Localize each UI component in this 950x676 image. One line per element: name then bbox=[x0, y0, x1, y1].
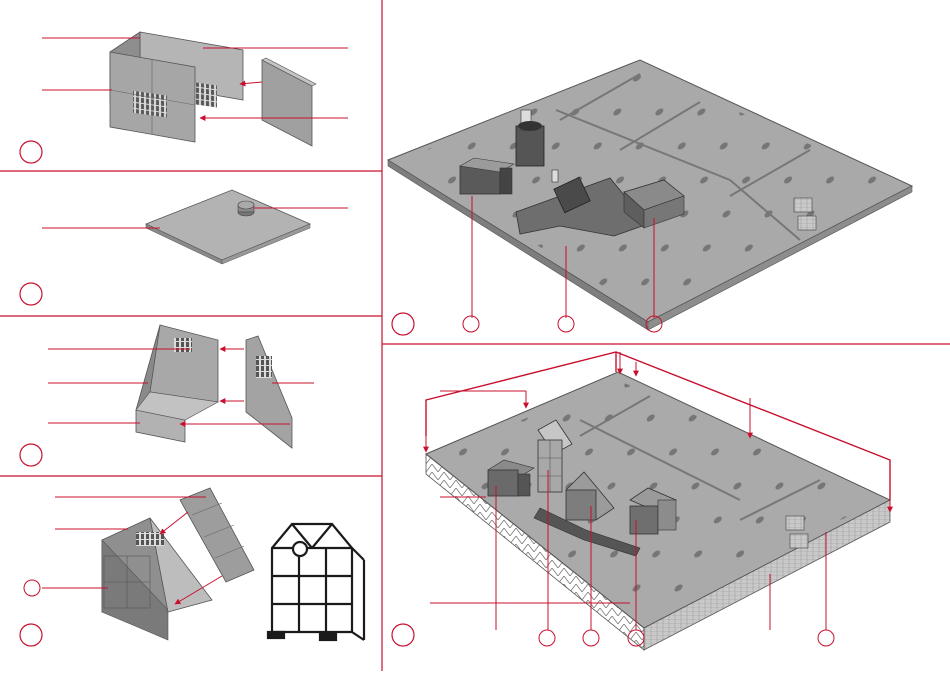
roof-panel bbox=[180, 488, 254, 582]
base-plate bbox=[146, 190, 310, 260]
step-marker-6 bbox=[392, 624, 414, 646]
step-marker-4 bbox=[20, 624, 42, 646]
lean-to-vent bbox=[136, 532, 164, 546]
step-marker-2 bbox=[20, 283, 42, 305]
step-1-panel bbox=[20, 32, 348, 163]
step-marker-5 bbox=[392, 313, 414, 335]
callout-5b-marker bbox=[558, 316, 574, 332]
step-2-panel bbox=[20, 190, 348, 305]
wireframe-foot-right bbox=[320, 634, 336, 640]
sub-marker-4 bbox=[24, 580, 40, 596]
gable-wall-right bbox=[246, 336, 292, 448]
gable-wall-right-vent bbox=[256, 356, 272, 378]
wireframe-foot-left bbox=[268, 632, 284, 638]
callout-6i-marker bbox=[818, 630, 834, 646]
callout-5a-marker bbox=[463, 316, 479, 332]
step-4-panel bbox=[20, 488, 364, 646]
wireframe-porthole-icon bbox=[293, 542, 307, 556]
step-6-panel bbox=[392, 352, 890, 650]
callout-6f-marker bbox=[583, 630, 599, 646]
step-3-panel bbox=[20, 325, 314, 466]
assembly-arrow-4a bbox=[160, 512, 188, 534]
step-marker-1 bbox=[20, 141, 42, 163]
wireframe-detail bbox=[268, 524, 364, 640]
gable-wall-vent bbox=[174, 338, 192, 352]
step-5-panel bbox=[388, 60, 912, 335]
pump-unit-a bbox=[460, 158, 514, 194]
gable-wall-back bbox=[150, 325, 218, 402]
step-marker-3 bbox=[20, 444, 42, 466]
callout-6e-marker bbox=[539, 630, 555, 646]
